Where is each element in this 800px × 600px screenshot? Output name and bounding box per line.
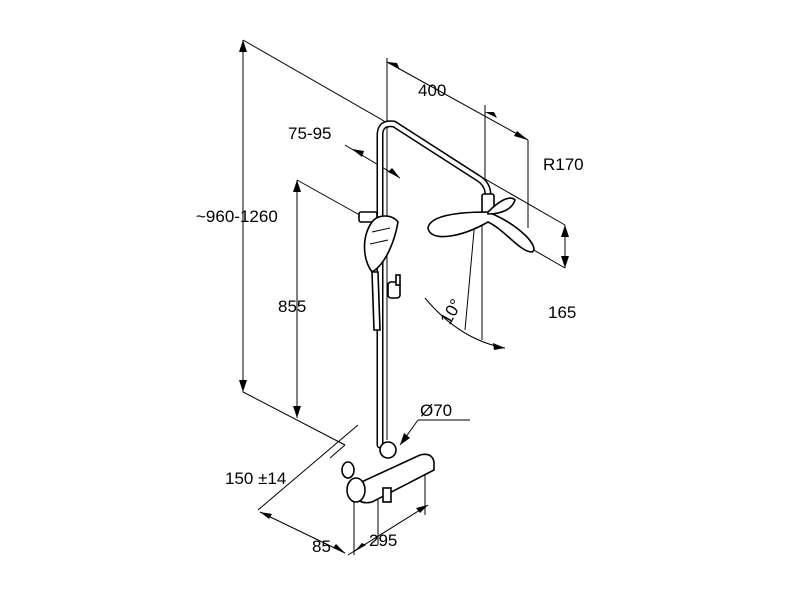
head-depth-label: 165 [548,303,576,322]
head-arm-label: 400 [418,81,446,100]
tube-diameter-label: Ø70 [420,401,452,420]
depth-b-label: 295 [369,531,397,550]
head-radius-label: R170 [543,155,584,174]
thermostat-mixer [341,441,435,504]
hand-height-label: 855 [278,297,306,316]
hand-shower [358,211,401,331]
depth-a-label: 85 [312,537,331,556]
spray-angle-label: 10° [437,296,466,328]
hand-arm-label: 75-95 [288,124,331,143]
total-height-label: ~960-1260 [196,207,278,226]
shower-rail [376,120,492,449]
centers-label: 150 ±14 [225,469,286,488]
overhead-shower-head [427,193,535,253]
